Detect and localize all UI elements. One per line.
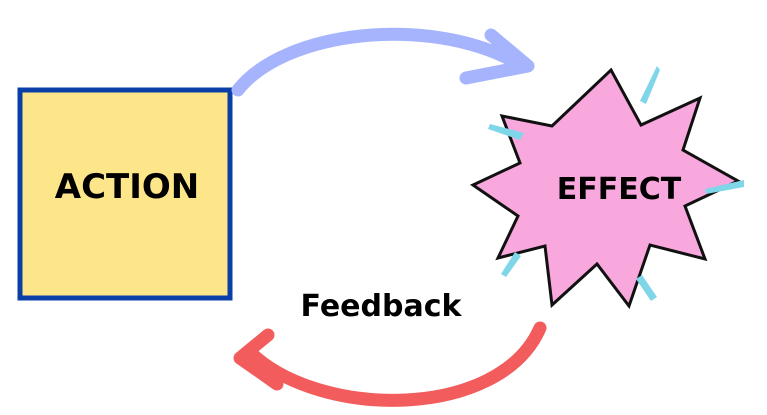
burst-accent-stroke	[636, 275, 657, 301]
feedback-arrow	[233, 321, 547, 407]
forward-arrow-head	[459, 28, 535, 85]
burst-accent-stroke	[488, 124, 524, 140]
effect-label: EFFECT	[557, 172, 682, 207]
feedback-arrow-shaft	[243, 321, 547, 407]
feedback-arrow-head	[233, 328, 284, 391]
forward-arrow	[231, 27, 535, 97]
burst-accent-strokes	[488, 66, 744, 301]
burst-accent-stroke	[705, 180, 744, 194]
action-label: ACTION	[55, 167, 199, 207]
burst-accent-stroke	[640, 66, 660, 104]
effect-starburst	[469, 67, 742, 310]
burst-accent-stroke	[501, 252, 521, 277]
action-box	[17, 87, 233, 301]
feedback-label: Feedback	[301, 289, 463, 324]
forward-arrow-shaft	[231, 27, 522, 97]
